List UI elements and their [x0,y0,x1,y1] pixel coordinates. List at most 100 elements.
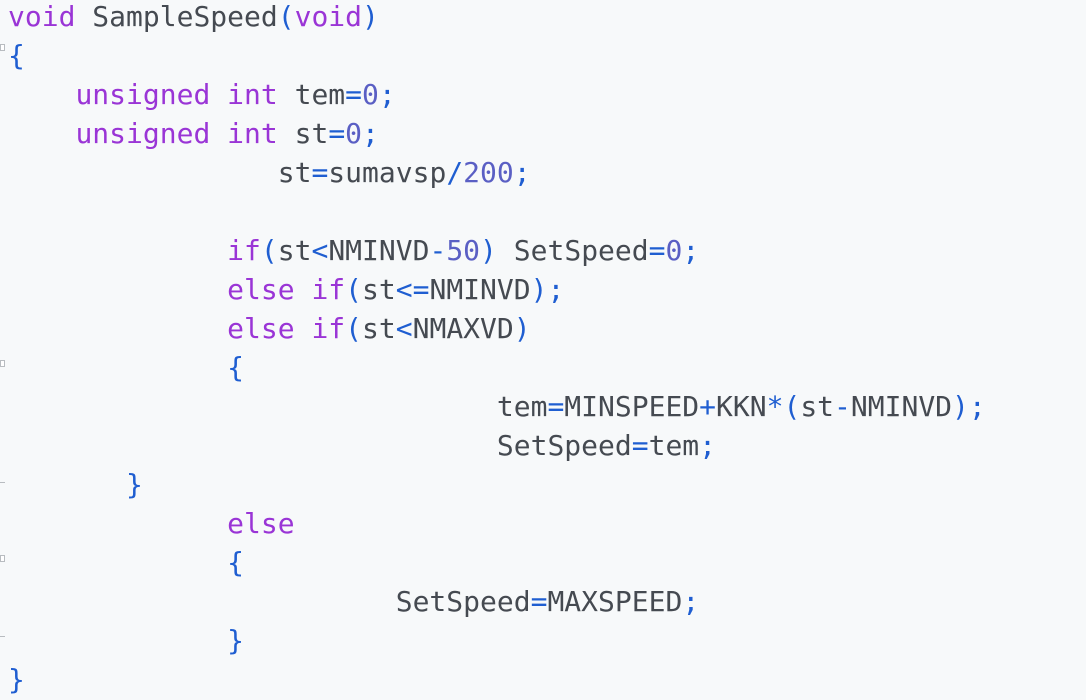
code-token: = [311,156,329,189]
code-token: ( [345,273,363,306]
code-line[interactable]: if(st<NMINVD-50) SetSpeed=0; [8,231,699,270]
code-token: 200 [463,156,514,189]
code-token: st [277,234,312,267]
code-line[interactable]: } [8,660,25,699]
code-token [8,312,227,345]
code-token: unsigned [75,78,211,111]
code-token: unsigned [75,117,211,150]
code-token: sumavsp [328,156,447,189]
code-line[interactable]: unsigned int st=0; [8,114,379,153]
code-line[interactable]: SetSpeed=MAXSPEED; [8,582,699,621]
code-token: void [8,0,76,33]
code-token: = [547,390,565,423]
code-token: if [311,273,346,306]
code-token: NMINVD [850,390,953,423]
code-token [8,117,75,150]
code-token: MAXSPEED [547,585,683,618]
code-token: SetSpeed [8,429,632,462]
code-token: SetSpeed [496,234,649,267]
fold-toggle-icon[interactable] [0,360,5,367]
code-token [8,507,227,540]
code-token: { [227,546,245,579]
code-token: ; [682,585,700,618]
code-line[interactable]: void SampleSpeed(void) [8,0,379,36]
code-token: ; [513,156,531,189]
code-token: SampleSpeed [92,0,278,33]
code-line[interactable]: else if(st<NMAXVD) [8,309,531,348]
fold-toggle-icon[interactable] [0,555,5,562]
fold-gutter [0,0,8,700]
code-token: KKN [716,390,767,423]
fold-end-icon [0,636,5,637]
code-line[interactable]: SetSpeed=tem; [8,426,716,465]
code-token: { [8,39,25,72]
code-token: ) [513,312,531,345]
code-token [75,0,92,33]
code-token [8,546,227,579]
code-line[interactable]: { [8,348,244,387]
code-token: ; [968,390,986,423]
code-token: 0 [665,234,683,267]
code-line[interactable]: st=sumavsp/200; [8,153,531,192]
code-token: = [648,234,666,267]
code-token: st [362,273,396,306]
code-token: tem [8,390,548,423]
code-line[interactable]: unsigned int tem=0; [8,75,396,114]
code-line[interactable]: { [8,543,244,582]
code-token: ( [783,390,801,423]
code-token: tem [277,78,346,111]
code-line[interactable]: { [8,36,25,75]
code-token: = [631,429,649,462]
code-line[interactable]: else [8,504,295,543]
code-token: { [227,351,245,384]
code-token: 0 [345,117,363,150]
code-token: int [227,117,278,150]
code-token: ( [260,234,278,267]
code-token: ( [277,0,295,33]
code-token: * [766,390,784,423]
code-line[interactable]: } [8,465,143,504]
code-token: int [227,78,278,111]
code-token: ) [480,234,497,267]
code-token: ) [530,273,548,306]
code-token: st [800,390,835,423]
code-token [295,312,312,345]
code-token: <= [395,273,430,306]
code-token: tem [648,429,700,462]
code-token [295,273,312,306]
code-token: < [311,234,329,267]
code-token: ; [682,234,700,267]
code-token: 0 [362,78,379,111]
code-token [8,234,227,267]
code-token: NMINVD [429,273,531,306]
code-token: st [362,312,396,345]
code-token: else [227,312,295,345]
code-token: else [227,507,295,540]
code-token: < [395,312,413,345]
code-token: } [8,663,25,696]
code-token [8,468,126,501]
fold-toggle-icon[interactable] [0,44,5,51]
code-token: ; [699,429,717,462]
code-token: ; [378,78,396,111]
code-line[interactable]: else if(st<=NMINVD); [8,270,564,309]
code-token: 50 [446,234,481,267]
fold-end-icon [0,482,5,483]
code-line[interactable]: } [8,621,244,660]
code-token: if [311,312,346,345]
code-token: = [530,585,548,618]
code-token: ) [362,0,379,33]
code-token: / [446,156,464,189]
code-token: NMINVD [328,234,430,267]
code-token: ; [362,117,379,150]
code-token: st [8,156,312,189]
code-token: = [328,117,346,150]
code-token: SetSpeed [8,585,531,618]
code-token: } [126,468,143,501]
code-token: = [345,78,363,111]
code-token: else [227,273,295,306]
code-token [8,78,75,111]
code-line[interactable]: tem=MINSPEED+KKN*(st-NMINVD); [8,387,986,426]
code-token: ; [547,273,565,306]
